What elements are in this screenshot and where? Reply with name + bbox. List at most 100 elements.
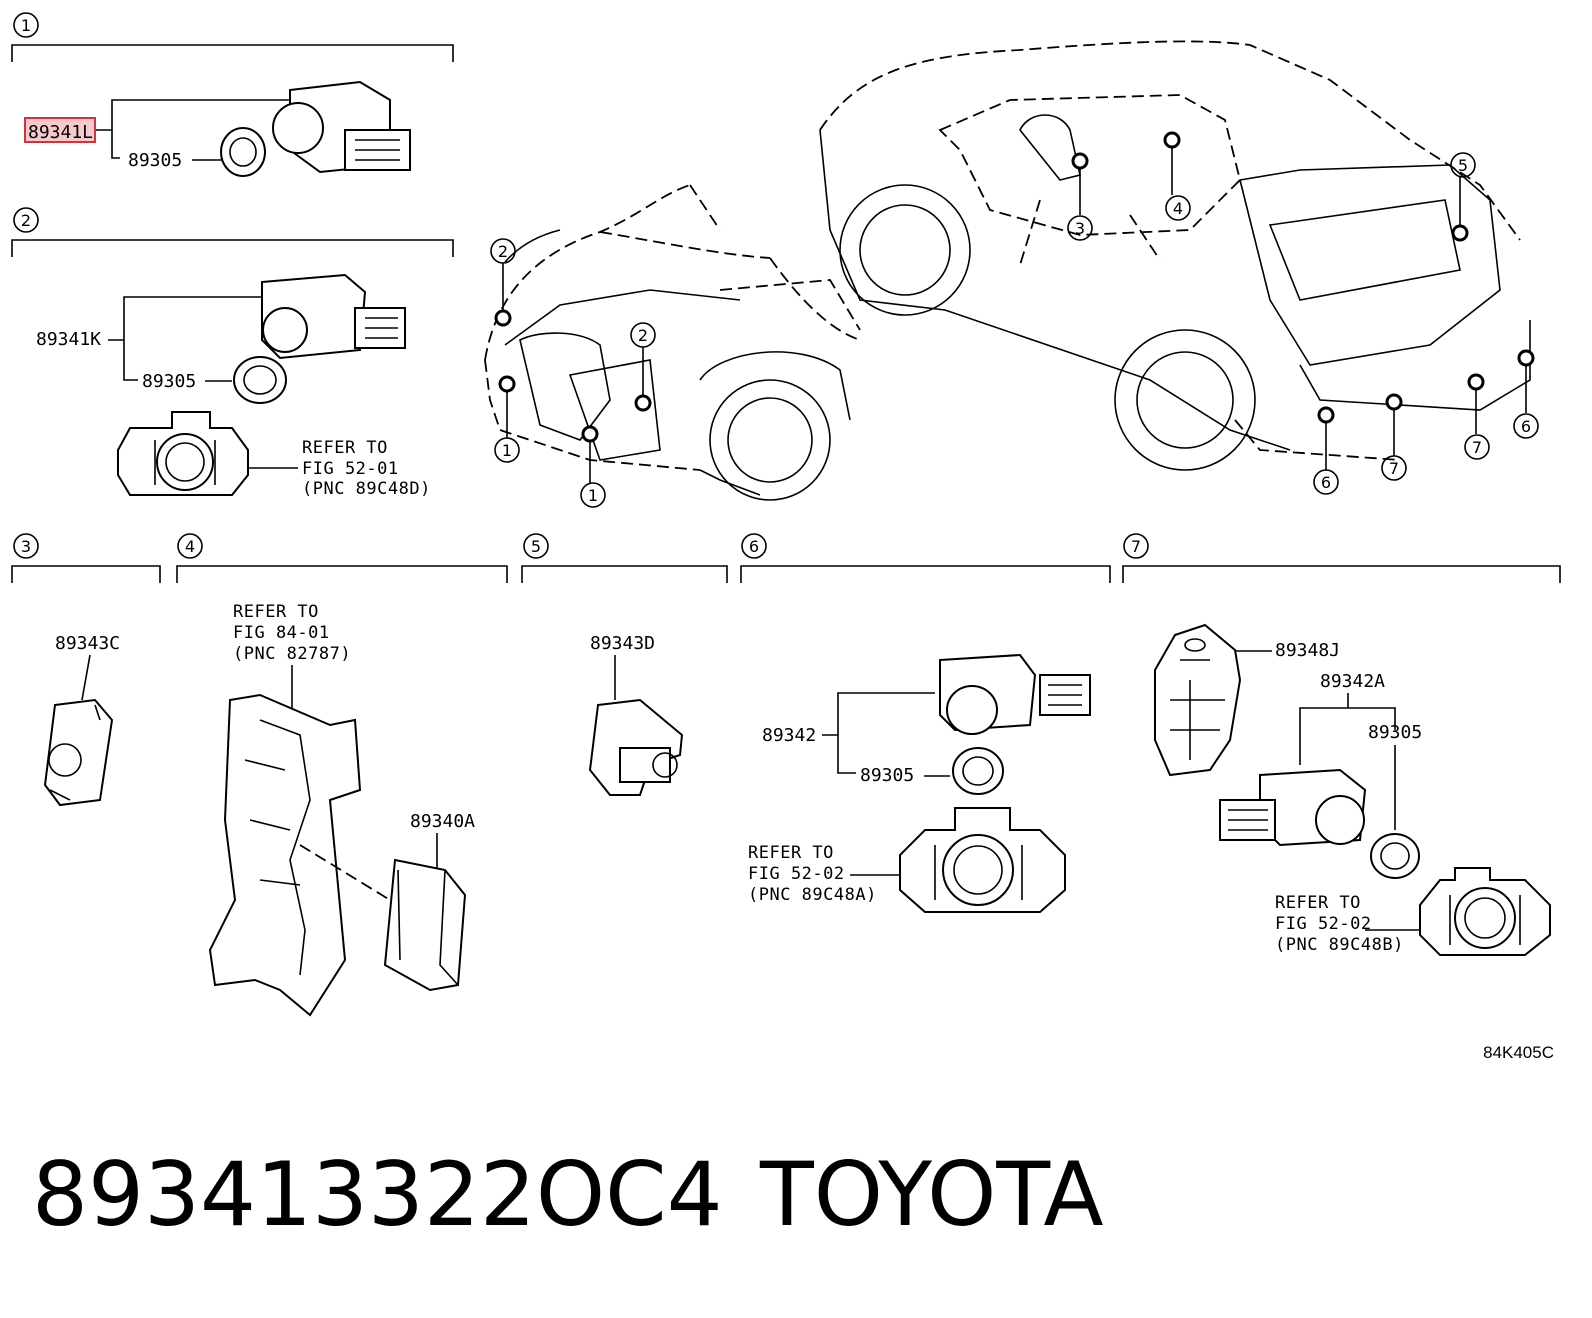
refer-text-g6-3: (PNC 89C48A) [748, 885, 877, 905]
callout-5-header: 5 [523, 533, 549, 559]
part-label-89305-g2[interactable]: 89305 [142, 371, 196, 392]
group-3: 3 89343C [11, 533, 161, 807]
group-5-bracket [521, 565, 728, 583]
svg-text:6: 6 [1321, 473, 1331, 492]
callout-7-rear-b: 7 [1464, 434, 1490, 460]
part-label-89305-g7[interactable]: 89305 [1368, 722, 1422, 743]
refer-text-g7-2: FIG 52-02 [1275, 914, 1372, 934]
sensor-unit-d-icon [588, 698, 684, 796]
refer-text-g6-1: REFER TO [748, 843, 834, 863]
refer-text-g7-3: (PNC 89C48B) [1275, 935, 1404, 955]
retainer-ring-icon [1370, 833, 1420, 879]
callout-1-front-b: 1 [580, 482, 606, 508]
callout-7-rear-a: 7 [1381, 455, 1407, 481]
refer-text-g4-3: (PNC 82787) [233, 644, 351, 664]
part-label-89341L[interactable]: 89341L [28, 122, 93, 143]
part-label-89341K[interactable]: 89341K [36, 329, 101, 350]
sensor-unit-c-icon [43, 698, 114, 807]
svg-text:6: 6 [749, 537, 759, 556]
retainer-ring-icon [220, 127, 266, 177]
part-number-title: 893413322OC4 [32, 1143, 723, 1246]
part-label-89343D[interactable]: 89343D [590, 633, 655, 654]
group-7-bracket [1122, 565, 1561, 583]
svg-text:2: 2 [638, 326, 648, 345]
part-label-89348J[interactable]: 89348J [1275, 640, 1340, 661]
sensor-bezel-icon [117, 411, 249, 496]
control-module-icon [383, 858, 467, 992]
refer-text-g4-1: REFER TO [233, 602, 319, 622]
callout-4-header: 4 [177, 533, 203, 559]
svg-text:1: 1 [588, 486, 598, 505]
part-label-89342A[interactable]: 89342A [1320, 671, 1385, 692]
refer-text-g2-1: REFER TO [302, 438, 388, 458]
part-label-89305-g6[interactable]: 89305 [860, 765, 914, 786]
callout-1-header: 1 [13, 12, 39, 38]
group-6: 6 89342 89305 REFER TO FIG 52-02 (PNC 89… [740, 533, 1111, 913]
part-label-89343C[interactable]: 89343C [55, 633, 120, 654]
callout-4-rear: 4 [1165, 195, 1191, 221]
ultrasonic-sensor-6-icon [939, 653, 1091, 735]
group-1: 1 89341L 89305 [11, 12, 454, 177]
highlight-part-box[interactable] [24, 117, 96, 143]
callout-3-header: 3 [13, 533, 39, 559]
callout-2-front-b: 2 [630, 322, 656, 348]
refer-text-g6-2: FIG 52-02 [748, 864, 845, 884]
retainer-ring-icon [952, 747, 1004, 795]
refer-text-g2-2: FIG 52-01 [302, 459, 399, 479]
leader-lines-group-2 [108, 296, 262, 382]
svg-text:3: 3 [1075, 219, 1085, 238]
refer-text-g4-2: FIG 84-01 [233, 623, 330, 643]
svg-text:7: 7 [1389, 459, 1399, 478]
svg-text:2: 2 [21, 211, 31, 230]
callout-5-rear: 5 [1450, 152, 1476, 178]
callout-6-rear-a: 6 [1313, 469, 1339, 495]
sensor-bracket-icon [1154, 623, 1242, 777]
callout-7-header: 7 [1123, 533, 1149, 559]
sensor-bezel-icon [1419, 867, 1551, 956]
refer-text-g2-3: (PNC 89C48D) [302, 479, 431, 499]
callout-3-rear: 3 [1067, 215, 1093, 241]
svg-text:4: 4 [185, 537, 195, 556]
svg-text:5: 5 [531, 537, 541, 556]
callout-6-header: 6 [741, 533, 767, 559]
front-vehicle-illustration: 2 2 1 1 [484, 184, 861, 508]
part-label-89342[interactable]: 89342 [762, 725, 816, 746]
leader-lines-group-7 [1299, 693, 1396, 765]
svg-text:1: 1 [502, 441, 512, 460]
svg-text:6: 6 [1521, 417, 1531, 436]
group-5: 5 89343D [521, 533, 728, 796]
svg-text:1: 1 [21, 16, 31, 35]
callout-6-rear-b: 6 [1513, 413, 1539, 439]
svg-text:7: 7 [1472, 438, 1482, 457]
callout-1-front-a: 1 [494, 437, 520, 463]
group-7: 7 89348J 89342A 89305 REFER [1122, 533, 1561, 956]
ultrasonic-sensor-k-icon [261, 273, 406, 360]
callout-2-header: 2 [13, 207, 39, 233]
rear-vehicle-illustration: 3 4 5 6 6 7 7 [819, 40, 1539, 495]
ultrasonic-sensor-7-icon [1219, 768, 1367, 847]
sensor-bezel-icon [899, 807, 1066, 913]
leader-lines-group-6 [822, 692, 950, 777]
svg-text:2: 2 [498, 242, 508, 261]
svg-text:4: 4 [1173, 199, 1183, 218]
ultrasonic-sensor-icon [272, 80, 411, 174]
dash-bracket-icon [208, 693, 362, 1017]
retainer-ring-icon [233, 356, 287, 404]
group-6-bracket [740, 565, 1111, 583]
svg-text:3: 3 [21, 537, 31, 556]
group-4-bracket [176, 565, 508, 583]
group-3-bracket [11, 565, 161, 583]
part-label-89340A[interactable]: 89340A [410, 811, 475, 832]
refer-text-g7-1: REFER TO [1275, 893, 1361, 913]
svg-text:5: 5 [1458, 156, 1468, 175]
group-2-bracket [11, 239, 454, 257]
part-label-89305-g1[interactable]: 89305 [128, 150, 182, 171]
figure-code: 84K405C [1483, 1043, 1554, 1062]
group-4: 4 REFER TO FIG 84-01 (PNC 82787) 89340A [176, 533, 508, 1017]
leader-lines-group-1 [96, 99, 290, 161]
callout-2-front-a: 2 [490, 238, 516, 264]
group-2: 2 89341K 89305 REFER TO FIG 52-01 (PNC 8… [11, 207, 454, 499]
group-1-bracket [11, 44, 454, 62]
brand-title: TOYOTA [759, 1143, 1104, 1246]
